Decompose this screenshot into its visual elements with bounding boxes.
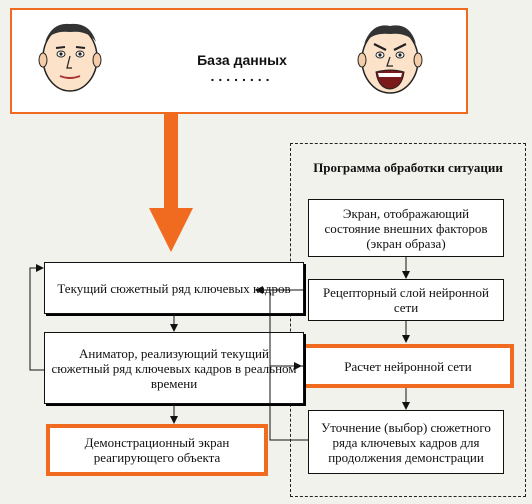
neutral-face-icon <box>38 23 102 92</box>
refine-box: Уточнение (выбор) сюжетного ряда ключевы… <box>308 410 504 474</box>
receptor-box: Рецепторный слой нейронной сети <box>308 279 504 321</box>
database-dots: ........ <box>210 68 274 84</box>
screaming-face-icon <box>357 25 423 94</box>
database-title: База данных <box>197 52 287 68</box>
calc-box: Расчет нейронной сети <box>302 344 514 388</box>
animator-box: Аниматор, реализующий текущий сюжетный р… <box>44 332 304 404</box>
screen-box: Экран, отображающий состояние внешних фа… <box>308 199 504 257</box>
demo-screen-box: Демонстрационный экран реагирующего объе… <box>46 424 268 476</box>
big-orange-arrow-icon <box>149 114 193 252</box>
current-sequence-box: Текущий сюжетный ряд ключевых кадров <box>44 262 304 314</box>
program-title: Программа обработки ситуации <box>313 160 503 175</box>
